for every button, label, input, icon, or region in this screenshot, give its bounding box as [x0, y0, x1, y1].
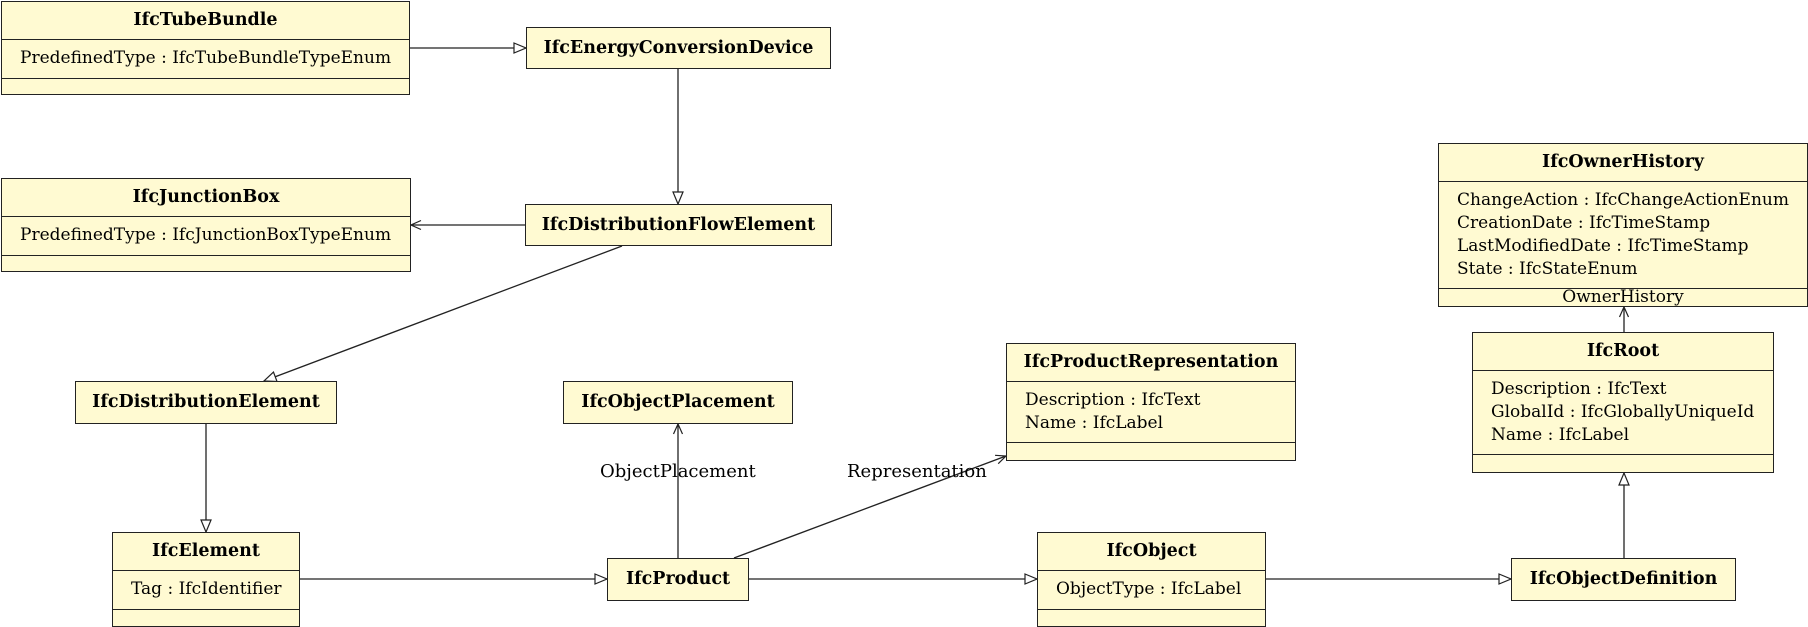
class-name: IfcDistributionFlowElement [541, 215, 816, 235]
representation-role-label: Representation [847, 461, 987, 482]
class-operations [113, 609, 299, 627]
object-placement-role-label: ObjectPlacement [600, 461, 756, 482]
edge-product-to-productrepresentation [733, 456, 1006, 559]
edge-distributionflowelement-to-distributionelement [264, 245, 623, 381]
class-attributes: Description : IfcText GlobalId : IfcGlob… [1473, 370, 1773, 454]
class-ifc-energy-conversion-device[interactable]: IfcEnergyConversionDevice [526, 27, 831, 69]
class-ifc-junction-box[interactable]: IfcJunctionBox PredefinedType : IfcJunct… [1, 178, 411, 272]
attribute: CreationDate : IfcTimeStamp [1457, 213, 1711, 233]
class-attributes: ObjectType : IfcLabel [1038, 570, 1265, 609]
attribute: State : IfcStateEnum [1457, 259, 1638, 279]
class-operations [1038, 609, 1265, 627]
attribute: PredefinedType : IfcJunctionBoxTypeEnum [20, 225, 392, 245]
class-name: IfcEnergyConversionDevice [543, 38, 814, 58]
attribute: Description : IfcText [1025, 390, 1201, 410]
class-attributes: PredefinedType : IfcTubeBundleTypeEnum [2, 39, 409, 78]
class-ifc-product-representation[interactable]: IfcProductRepresentation Description : I… [1006, 343, 1296, 461]
attribute: PredefinedType : IfcTubeBundleTypeEnum [20, 48, 392, 68]
attribute: Name : IfcLabel [1491, 425, 1630, 445]
class-name: IfcJunctionBox [132, 187, 280, 207]
class-name: IfcProduct [625, 569, 731, 589]
attribute: LastModifiedDate : IfcTimeStamp [1457, 236, 1749, 256]
class-ifc-element[interactable]: IfcElement Tag : IfcIdentifier [112, 532, 300, 627]
class-name: IfcRoot [1586, 341, 1660, 361]
class-operations [1473, 454, 1773, 472]
class-name: IfcObject [1106, 541, 1197, 561]
owner-history-role-label: OwnerHistory [1439, 288, 1807, 306]
class-operations [2, 255, 410, 273]
class-name: IfcElement [152, 541, 260, 561]
class-ifc-object[interactable]: IfcObject ObjectType : IfcLabel [1037, 532, 1266, 627]
attribute: GlobalId : IfcGloballyUniqueId [1491, 402, 1755, 422]
attribute: Name : IfcLabel [1025, 413, 1164, 433]
class-name: IfcObjectPlacement [581, 392, 775, 412]
class-attributes: Tag : IfcIdentifier [113, 570, 299, 609]
class-ifc-product[interactable]: IfcProduct [607, 558, 749, 601]
attribute: Description : IfcText [1491, 379, 1667, 399]
class-name: IfcObjectDefinition [1529, 569, 1718, 589]
attribute: ChangeAction : IfcChangeActionEnum [1457, 190, 1789, 210]
class-ifc-object-placement[interactable]: IfcObjectPlacement [563, 381, 793, 424]
class-name: IfcDistributionElement [92, 392, 320, 412]
attribute: ObjectType : IfcLabel [1056, 579, 1242, 599]
class-ifc-owner-history[interactable]: IfcOwnerHistory ChangeAction : IfcChange… [1438, 143, 1808, 307]
class-attributes: PredefinedType : IfcJunctionBoxTypeEnum [2, 216, 410, 255]
class-ifc-tube-bundle[interactable]: IfcTubeBundle PredefinedType : IfcTubeBu… [1, 1, 410, 95]
class-operations [1007, 442, 1295, 460]
class-ifc-object-definition[interactable]: IfcObjectDefinition [1511, 558, 1736, 601]
class-attributes: Description : IfcText Name : IfcLabel [1007, 381, 1295, 442]
class-name: IfcOwnerHistory [1542, 152, 1704, 172]
attribute: Tag : IfcIdentifier [131, 579, 282, 599]
class-name: IfcProductRepresentation [1023, 352, 1279, 372]
class-operations [2, 78, 409, 96]
class-ifc-distribution-element[interactable]: IfcDistributionElement [75, 381, 337, 424]
class-ifc-root[interactable]: IfcRoot Description : IfcText GlobalId :… [1472, 332, 1774, 473]
class-name: IfcTubeBundle [133, 10, 278, 30]
class-ifc-distribution-flow-element[interactable]: IfcDistributionFlowElement [525, 204, 832, 246]
class-attributes: ChangeAction : IfcChangeActionEnum Creat… [1439, 181, 1807, 288]
